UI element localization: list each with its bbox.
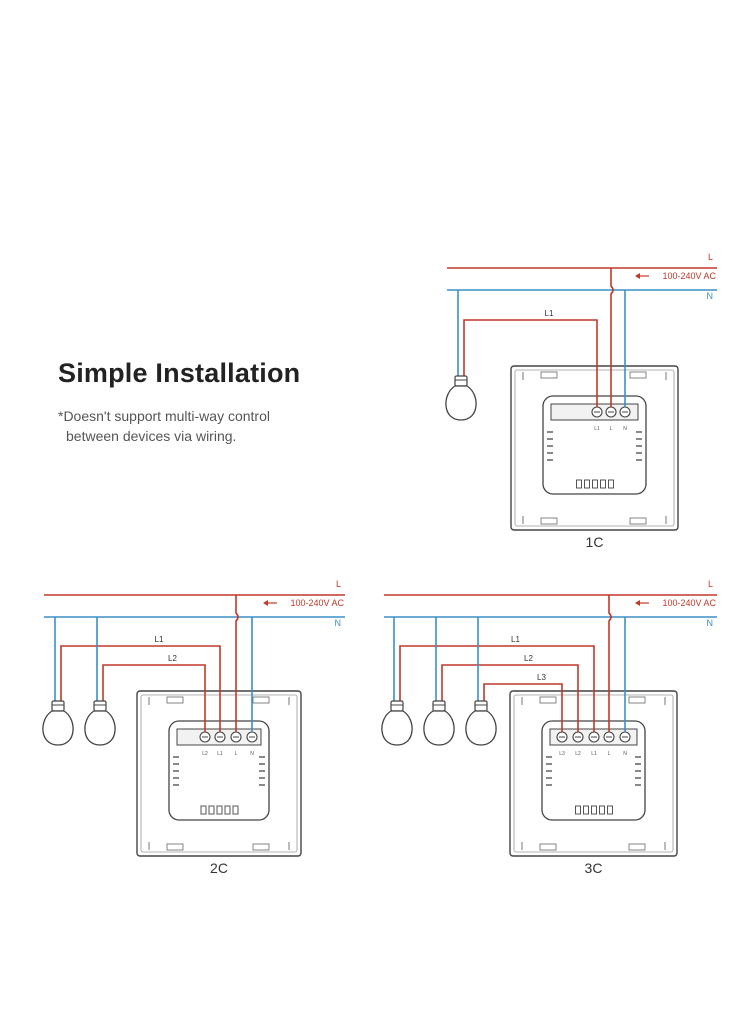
mounting-clip	[252, 696, 270, 704]
wire-label: L1	[511, 635, 520, 644]
switched-wire-l2	[441, 664, 579, 732]
note-line-1: *Doesn't support multi-way control	[58, 408, 270, 424]
installation-note: *Doesn't support multi-way control betwe…	[58, 406, 358, 446]
terminal-label: N	[623, 751, 627, 757]
terminal-label: L	[235, 751, 238, 757]
neutral-label: N	[707, 618, 714, 628]
bulb-cap	[432, 700, 446, 712]
switched-wire-l1	[60, 645, 221, 732]
light-bulb-icon	[42, 710, 74, 746]
terminal-label: L	[608, 751, 611, 757]
voltage-label: 100-240V AC	[290, 598, 344, 608]
connector-pin	[591, 805, 597, 815]
arrow-head-icon	[635, 600, 640, 606]
voltage-label: 100-240V AC	[662, 598, 716, 608]
mounting-clip	[166, 843, 184, 851]
connector-pin	[584, 479, 590, 489]
terminal-label: L2	[202, 751, 208, 757]
mounting-clip	[539, 843, 557, 851]
connector-pin	[216, 805, 223, 815]
terminal-label: L3	[559, 751, 565, 757]
connector-pin	[583, 805, 589, 815]
switch-plate-inner	[514, 369, 675, 527]
connector-pin	[599, 805, 605, 815]
arrow-head-icon	[635, 273, 640, 279]
mounting-clip	[629, 371, 647, 379]
connector-pin	[200, 805, 207, 815]
terminal-label: L2	[575, 751, 581, 757]
wire-label: L2	[168, 654, 177, 663]
light-bulb-icon	[423, 710, 455, 746]
light-bulb-icon	[465, 710, 497, 746]
connector-pin	[208, 805, 215, 815]
bulb-cap	[93, 700, 107, 712]
bulb-cap	[474, 700, 488, 712]
note-line-2: between devices via wiring.	[66, 428, 237, 444]
mounting-clip	[628, 843, 646, 851]
light-bulb-icon	[84, 710, 116, 746]
mounting-clip	[540, 371, 558, 379]
bulb-cap	[454, 375, 468, 387]
bulb-cap	[51, 700, 65, 712]
arrow-head-icon	[263, 600, 268, 606]
terminal-label: L1	[594, 426, 600, 432]
mounting-clip	[166, 696, 184, 704]
light-bulb-icon	[445, 385, 477, 421]
switch-plate-inner	[140, 694, 298, 853]
terminal-label: L1	[591, 751, 597, 757]
switched-wire-l3	[483, 683, 563, 732]
connector-pin	[232, 805, 239, 815]
light-bulb-icon	[381, 710, 413, 746]
mounting-clip	[628, 696, 646, 704]
terminal-label: N	[623, 426, 627, 432]
connector-pin	[607, 805, 613, 815]
connector-pin	[608, 479, 614, 489]
connector-pin	[600, 479, 606, 489]
neutral-label: N	[335, 618, 342, 628]
switched-wire-l1	[463, 319, 598, 407]
diagram-caption: 2C	[210, 860, 228, 876]
terminal-label: N	[250, 751, 254, 757]
terminal-label: L1	[217, 751, 223, 757]
connector-pin	[576, 479, 582, 489]
wire-label: L1	[155, 635, 164, 644]
voltage-label: 100-240V AC	[662, 271, 716, 281]
bulb-cap	[390, 700, 404, 712]
neutral-label: N	[707, 291, 714, 301]
mounting-clip	[252, 843, 270, 851]
connector-pin	[224, 805, 231, 815]
live-drop-wire	[608, 595, 612, 732]
wire-label: L2	[524, 654, 533, 663]
connector-pin	[575, 805, 581, 815]
relay-module	[168, 720, 270, 821]
page-title: Simple Installation	[58, 358, 301, 388]
mounting-clip	[629, 517, 647, 525]
live-label: L	[708, 252, 713, 262]
switched-wire-l2	[102, 664, 206, 732]
live-label: L	[336, 579, 341, 589]
mounting-clip	[539, 696, 557, 704]
connector-pin	[592, 479, 598, 489]
mounting-clip	[540, 517, 558, 525]
diagram-caption: 1C	[586, 534, 604, 550]
live-label: L	[708, 579, 713, 589]
wire-label: L3	[537, 673, 546, 682]
live-drop-wire	[610, 268, 614, 407]
wire-label: L1	[545, 309, 554, 318]
diagram-caption: 3C	[585, 860, 603, 876]
live-drop-wire	[235, 595, 239, 732]
switched-wire-l1	[399, 645, 595, 732]
terminal-label: L	[610, 426, 613, 432]
